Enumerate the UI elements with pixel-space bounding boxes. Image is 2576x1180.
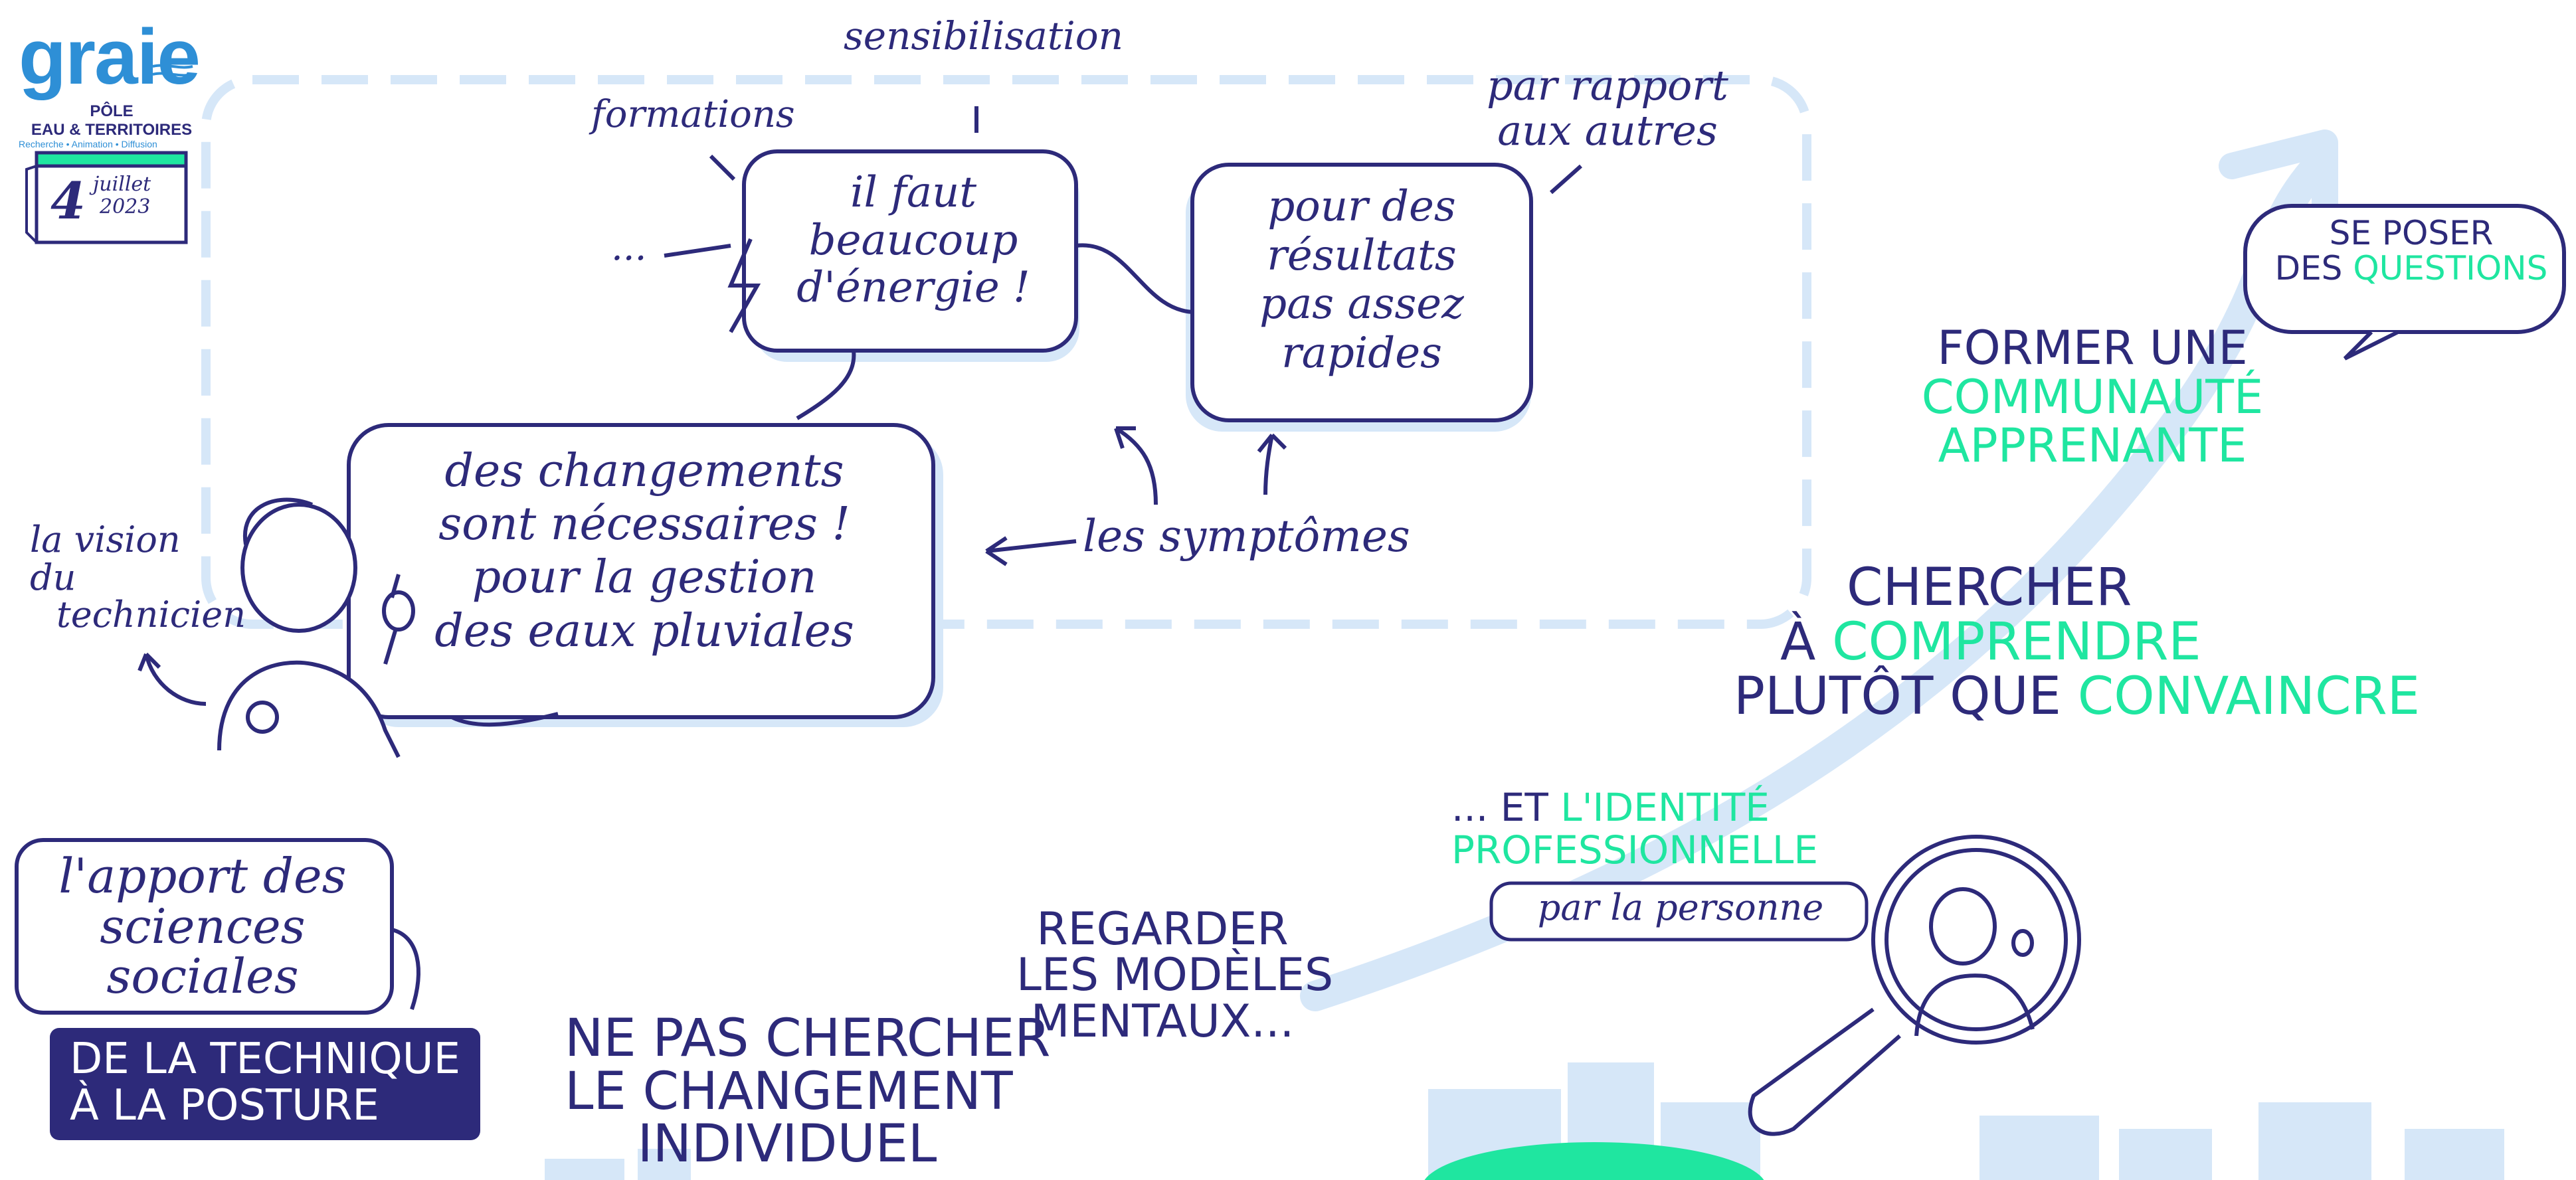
results-line-2: résultats (1267, 230, 1457, 280)
changes-line-1: des changements (444, 445, 844, 497)
identite-word: l'identité (1560, 785, 1770, 830)
energy-line-1: il faut (850, 168, 977, 217)
chercher-comprendre-word: comprendre (1832, 612, 2201, 672)
results-line-4: rapides (1281, 328, 1442, 378)
former-communaute: Former une communauté apprenante (1893, 321, 2292, 473)
apport-line-1: l'apport des (58, 848, 347, 904)
regarder-line-2: les modèles (1016, 949, 1334, 1002)
changes-bubble-text: des changements sont nécessaires ! pour … (372, 445, 917, 658)
questions-word: questions (2353, 248, 2548, 288)
label-sensibilisation: sensibilisation (844, 13, 1124, 58)
green-dome (1424, 1142, 1764, 1180)
apport-bubble-outline (15, 838, 394, 1015)
personne-box-outline (1489, 881, 1869, 942)
energy-bubble-text: il faut beaucoup d'énergie ! (771, 169, 1056, 312)
energy-line-2: beaucoup (808, 215, 1018, 265)
regarder-text: Regarder les modèles mentaux... (1016, 903, 1334, 1048)
questions-line-1: Se poser (2329, 214, 2494, 252)
graie-logo: graie PÔLE EAU & TERRITOIRES Recherche •… (19, 12, 205, 149)
identite-text: ... et l'identité professionnelle (1451, 785, 1819, 873)
vision-text: la vision du technicien (30, 521, 246, 634)
changes-line-2: sont nécessaires ! (438, 498, 850, 551)
regarder-line-1: Regarder (1036, 903, 1289, 956)
former-line-1: Former une (1937, 321, 2248, 375)
ne-pas-text: Ne pas chercher le changement individuel (565, 1009, 1051, 1175)
symptomes-label: les symptômes (1083, 511, 1410, 562)
technician-figure (217, 497, 415, 758)
logo-line1: PÔLE (90, 102, 134, 120)
vision-line-1: la vision (30, 519, 181, 560)
par-la-personne: par la personne (1537, 886, 1824, 928)
label-formations: formations (591, 93, 795, 136)
identite-line-1: ... et l'identité (1451, 785, 1818, 830)
chercher-a: à (1780, 612, 1816, 672)
results-line-1: pour des (1267, 182, 1456, 231)
chercher-comprendre: Chercher à comprendre plutôt que convain… (1734, 558, 2420, 726)
date-year: 2023 (100, 195, 151, 218)
par-rapport-line-1: par rapport (1487, 61, 1728, 110)
logo-word: graie (19, 13, 201, 101)
ne-pas-line-3: individuel (637, 1114, 937, 1175)
apport-text: l'apport des sciences sociales (30, 851, 375, 1002)
former-line-3: apprenante (1938, 418, 2247, 473)
chercher-convaincre-word: convaincre (2077, 666, 2420, 726)
regarder-line-3: mentaux... (1030, 995, 1295, 1048)
logo-tagline: Recherche • Animation • Diffusion (19, 139, 157, 150)
results-line-3: pas assez (1259, 280, 1464, 329)
results-bubble-text: pour des résultats pas assez rapides (1202, 182, 1521, 378)
date-month: juillet (93, 173, 151, 196)
chercher-line-1: Chercher (1847, 558, 2132, 618)
questions-bubble-outline (2243, 204, 2566, 334)
lightning-icon (727, 238, 761, 333)
calendar-icon (25, 151, 188, 244)
ne-pas-line-1: Ne pas chercher (565, 1009, 1051, 1068)
chercher-line-2: à comprendre (1734, 615, 2420, 670)
results-bubble-outline (1190, 163, 1533, 422)
magnifier-icon (1748, 835, 2081, 1136)
par-rapport-line-2: aux autres (1497, 106, 1718, 155)
questions-des: des (2274, 248, 2343, 288)
vision-line-2: du (30, 556, 76, 598)
identite-et: ... et (1451, 785, 1548, 830)
posture-box: De la technique à la posture (50, 1028, 481, 1140)
logo-line2: EAU & TERRITOIRES (31, 120, 193, 139)
chercher-plutot: plutôt que (1734, 666, 2061, 726)
former-line-2: communauté (1921, 369, 2264, 424)
vision-line-3: technicien (56, 594, 246, 636)
chercher-line-3: plutôt que convaincre (1734, 666, 2420, 726)
energy-line-3: d'énergie ! (796, 263, 1030, 313)
posture-line-2: à la posture (70, 1081, 379, 1131)
questions-bubble-text: Se poser des questions (2265, 216, 2557, 286)
changes-line-3: pour la gestion (472, 551, 817, 604)
posture-line-1: De la technique (70, 1035, 461, 1084)
date-day: 4 (50, 171, 86, 230)
label-ellipsis: ... (611, 226, 647, 269)
identite-line-2: professionnelle (1451, 827, 1819, 873)
apport-line-2: sciences (100, 898, 306, 954)
apport-line-3: sociales (106, 948, 299, 1005)
dashed-frame (201, 75, 1811, 629)
questions-line-2: des questions (2265, 248, 2557, 288)
changes-line-4: des eaux pluviales (434, 604, 854, 657)
ne-pas-line-2: le changement (565, 1061, 1013, 1122)
par-rapport-text: par rapport aux autres (1455, 61, 1760, 155)
